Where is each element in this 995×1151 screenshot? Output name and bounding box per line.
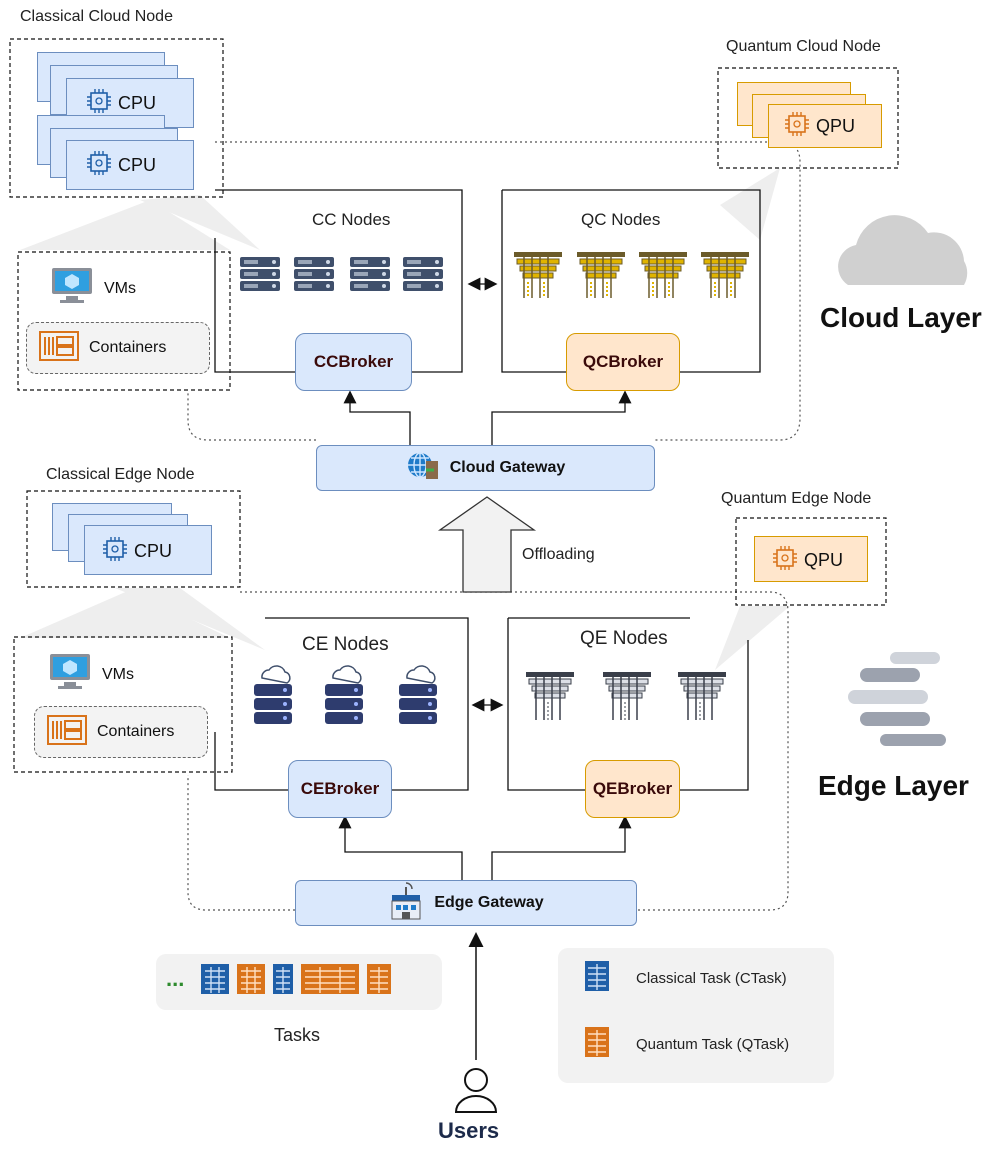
cpu-label: CPU [134,541,173,561]
qpu-card [768,104,882,148]
qpu-edge-callout [715,606,790,670]
cpu-card [66,140,194,190]
vm-icon [50,266,94,311]
containers-item: Containers [34,706,208,758]
qpu-icon [772,545,798,576]
qpu-chip: QPU [772,545,843,576]
user-icon [454,1068,498,1113]
edge-gateway-label: Edge Gateway [434,894,544,911]
cloud-layer-boundary [187,141,801,441]
classical-cloud-node-title: Classical Cloud Node [20,8,173,25]
offloading-arrow [437,496,537,593]
legend-qtask: Quantum Task (QTask) [584,1026,789,1062]
cpu-chip: CPU [102,536,172,567]
qtask-icon [300,963,360,1000]
cloud-gateway-label: Cloud Gateway [449,459,566,476]
cloud-gateway[interactable]: Cloud Gateway [316,445,655,491]
qpu-icon [784,111,810,142]
cc-broker[interactable]: CCBroker [295,333,412,391]
qpu-cloud-callout [720,168,780,240]
cpu-icon [86,150,112,181]
qc-nodes-title: QC Nodes [581,210,661,229]
classical-edge-node-title: Classical Edge Node [46,466,195,483]
containers-label: Containers [97,723,175,740]
ctask-icon [200,963,230,1000]
qtask-icon [366,963,392,1000]
qpu-label: QPU [816,116,856,136]
quantum-cloud-node-title: Quantum Cloud Node [726,38,881,55]
edge-gateway[interactable]: Edge Gateway [295,880,637,926]
vm-item: VMs [48,652,134,697]
qpu-label: QPU [804,550,844,570]
edge-layer-title: Edge Layer [818,770,969,801]
cpu-chip: CPU [86,150,156,181]
ce-nodes-title: CE Nodes [302,634,389,655]
container-icon [39,330,79,366]
cpu-icon [102,536,128,567]
legend-ctask: Classical Task (CTask) [584,960,787,996]
cloud-vm-callout [20,200,230,250]
ce-broker[interactable]: CEBroker [288,760,392,818]
container-icon [47,714,87,750]
building-antenna-icon [388,881,424,926]
qpu-chip: QPU [784,111,855,142]
containers-item: Containers [26,322,210,374]
qtask-icon [236,963,266,1000]
globe-icon [406,449,440,488]
legend-qtask-label: Quantum Task (QTask) [636,1035,790,1053]
edge-layer-boundary [187,591,789,911]
vm-label: VMs [104,279,136,297]
qe-broker[interactable]: QEBroker [585,760,680,818]
offloading-label: Offloading [522,546,595,563]
cloud-layer-icon [838,215,968,285]
edge-layer-icon [848,652,946,746]
quantum-edge-node-title: Quantum Edge Node [721,490,872,507]
vm-icon [48,652,92,697]
ctask-icon [272,963,294,1000]
edge-vm-callout [20,590,230,638]
task-queue [200,963,392,1000]
cloud-layer-title: Cloud Layer [820,302,982,333]
qc-broker[interactable]: QCBroker [566,333,680,391]
qpu-card [754,536,868,582]
cc-nodes-title: CC Nodes [312,210,391,229]
vm-item: VMs [50,266,136,311]
cpu-card [84,525,212,575]
qe-nodes-title: QE Nodes [580,628,668,649]
cpu-icon [86,88,112,119]
ctask-icon [584,960,610,996]
users-label: Users [438,1118,500,1143]
legend-ctask-label: Classical Task (CTask) [636,969,787,987]
cpu-label: CPU [118,93,157,113]
cpu-chip: CPU [86,88,156,119]
tasks-ellipsis: ... [166,966,185,991]
vm-label: VMs [102,665,134,683]
tasks-label: Tasks [274,1025,321,1045]
cloud-cpu-callout [140,195,260,250]
cpu-label: CPU [118,155,157,175]
containers-label: Containers [89,339,167,356]
qtask-icon [584,1026,610,1062]
